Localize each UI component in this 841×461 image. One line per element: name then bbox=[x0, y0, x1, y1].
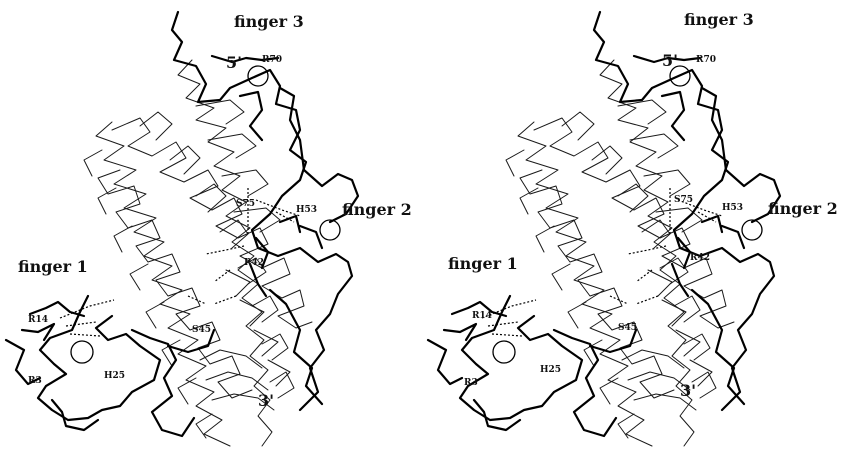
label-h25: H25 bbox=[104, 371, 125, 381]
label-r3: R3 bbox=[28, 376, 42, 386]
stereo-panel-left: finger 3 5' R70 S75 H53 finger 2 finger … bbox=[4, 10, 412, 448]
label-r70: R70 bbox=[262, 55, 282, 65]
label-finger2: finger 2 bbox=[768, 199, 838, 218]
label-r14: R14 bbox=[472, 311, 492, 321]
label-r42: R42 bbox=[244, 258, 264, 268]
label-s45: S45 bbox=[618, 323, 637, 333]
label-3prime: 3' bbox=[258, 391, 274, 410]
label-3prime: 3' bbox=[680, 381, 696, 400]
label-finger1: finger 1 bbox=[18, 257, 88, 276]
label-h53: H53 bbox=[722, 203, 743, 213]
label-finger3: finger 3 bbox=[234, 12, 304, 31]
label-h25: H25 bbox=[540, 365, 561, 375]
label-finger1: finger 1 bbox=[448, 254, 518, 273]
label-r70: R70 bbox=[696, 55, 716, 65]
label-h53: H53 bbox=[296, 205, 317, 215]
label-finger3: finger 3 bbox=[684, 10, 754, 29]
label-s75: S75 bbox=[674, 195, 693, 205]
label-s45: S45 bbox=[192, 325, 211, 335]
label-5prime: 5' bbox=[662, 51, 678, 70]
label-5prime: 5' bbox=[226, 53, 242, 72]
label-finger2: finger 2 bbox=[342, 200, 412, 219]
label-r3: R3 bbox=[464, 378, 478, 388]
stereo-panel-right: finger 3 5' R70 S75 H53 finger 2 finger … bbox=[426, 10, 838, 448]
label-r14: R14 bbox=[28, 315, 48, 325]
label-s75: S75 bbox=[236, 199, 255, 209]
label-r42: R42 bbox=[690, 253, 710, 263]
